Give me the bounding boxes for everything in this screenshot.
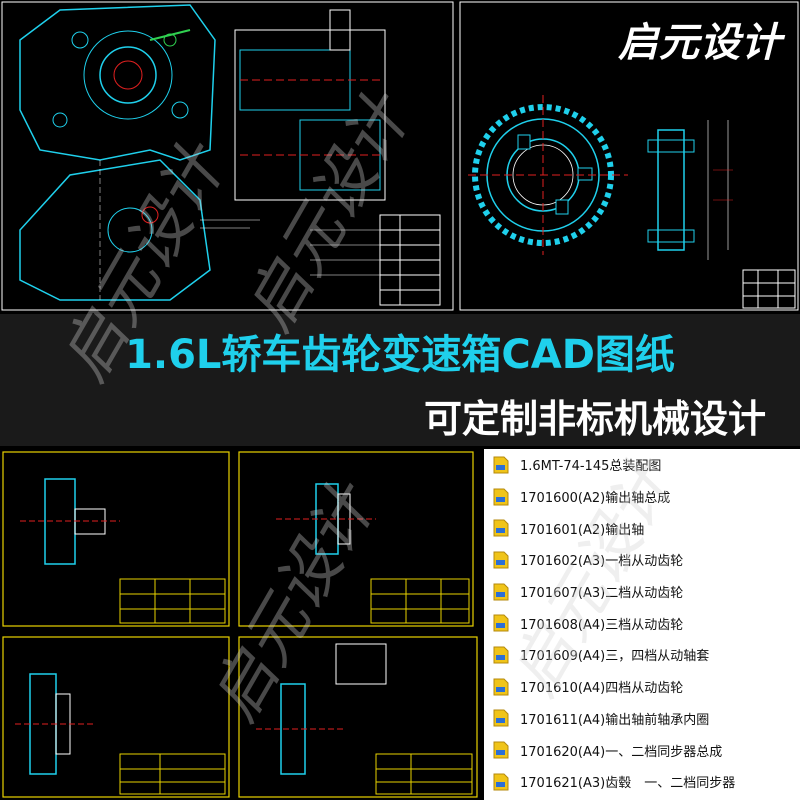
file-name: 1701602(A3)一档从动齿轮 — [520, 554, 684, 570]
brand-logo: 启元设计 — [618, 20, 782, 66]
file-item[interactable]: 1701602(A3)一档从动齿轮 — [484, 544, 800, 576]
title-banner — [0, 314, 800, 446]
cad-sheet-gear — [458, 0, 800, 312]
dwg-file-icon — [492, 741, 510, 759]
file-item[interactable]: 1701607(A3)二档从动齿轮 — [484, 576, 800, 608]
file-name: 1.6MT-74-145总装配图 — [520, 459, 662, 475]
file-name: 1701611(A4)输出轴前轴承内圈 — [520, 712, 710, 728]
file-item[interactable]: 1701610(A4)四档从动齿轮 — [484, 671, 800, 703]
file-name: 1701607(A3)二档从动齿轮 — [520, 586, 684, 602]
housing-drawing — [1, 1, 454, 311]
file-item[interactable]: 1701609(A4)三，四档从动轴套 — [484, 639, 800, 671]
file-name: 1701620(A4)一、二档同步器总成 — [520, 744, 723, 760]
file-item[interactable]: 1701600(A2)输出轴总成 — [484, 481, 800, 513]
dwg-file-icon — [492, 678, 510, 696]
dwg-file-icon — [492, 519, 510, 537]
gear-drawing — [459, 1, 799, 311]
file-item[interactable]: 1.6MT-74-145总装配图 — [484, 449, 800, 481]
file-name: 1701601(A2)输出轴 — [520, 522, 645, 538]
dwg-file-icon — [492, 488, 510, 506]
dwg-file-icon — [492, 583, 510, 601]
file-item[interactable]: 1701608(A4)三档从动齿轮 — [484, 607, 800, 639]
cad-sheet-sleeve — [236, 634, 480, 800]
file-item[interactable]: 1701601(A2)输出轴 — [484, 512, 800, 544]
shaft-drawing-2 — [238, 451, 474, 627]
dwg-file-icon — [492, 773, 510, 791]
shaft-drawing-1 — [2, 451, 230, 627]
cad-sheet-gear-2 — [0, 634, 232, 800]
file-name: 1701600(A2)输出轴总成 — [520, 491, 671, 507]
sleeve-drawing — [238, 636, 478, 798]
dwg-file-icon — [492, 551, 510, 569]
cad-sheet-shaft-1 — [0, 449, 232, 629]
file-item[interactable]: 1701620(A4)一、二档同步器总成 — [484, 734, 800, 766]
file-name: 1701608(A4)三档从动齿轮 — [520, 617, 684, 633]
dwg-file-icon — [492, 456, 510, 474]
gear-drawing-2 — [2, 636, 230, 798]
file-list: 1.6MT-74-145总装配图 1701600(A2)输出轴总成 170160… — [484, 449, 800, 800]
dwg-file-icon — [492, 614, 510, 632]
file-name: 1701610(A4)四档从动齿轮 — [520, 681, 684, 697]
product-subtitle: 可定制非标机械设计 — [423, 397, 766, 441]
cad-sheet-housing — [0, 0, 455, 312]
file-name: 1701621(A3)齿毂 一、二档同步器 — [520, 776, 736, 792]
dwg-file-icon — [492, 646, 510, 664]
cad-sheet-shaft-2 — [236, 449, 476, 629]
file-item[interactable]: 1701621(A3)齿毂 一、二档同步器 — [484, 766, 800, 798]
product-title: 1.6L轿车齿轮变速箱CAD图纸 — [125, 332, 675, 378]
dwg-file-icon — [492, 709, 510, 727]
file-name: 1701609(A4)三，四档从动轴套 — [520, 649, 710, 665]
file-item[interactable]: 1701611(A4)输出轴前轴承内圈 — [484, 703, 800, 735]
